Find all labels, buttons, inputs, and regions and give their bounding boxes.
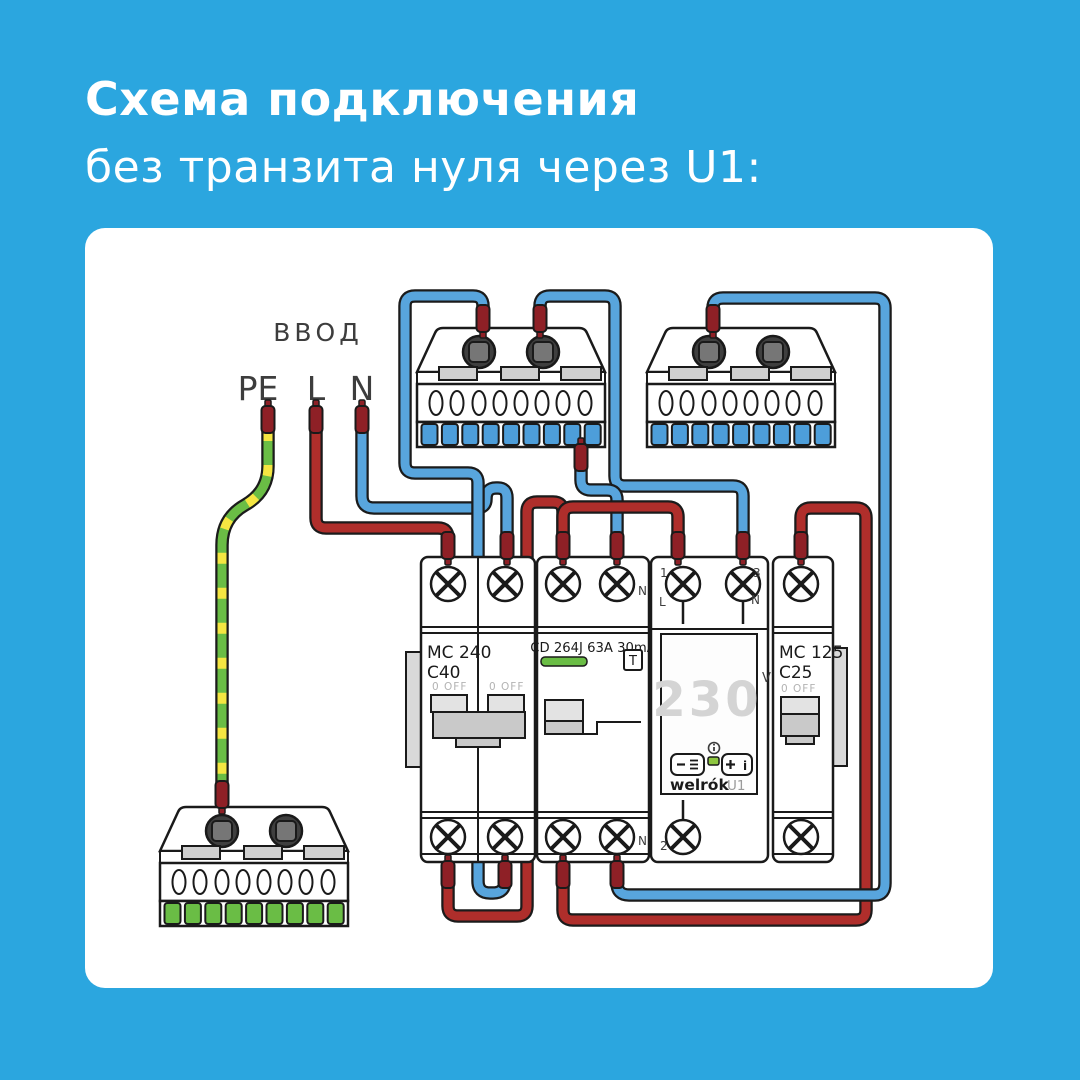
rcd-test-button[interactable] <box>623 649 643 671</box>
pe-busbar <box>160 807 348 926</box>
relay-model: U1 <box>727 778 745 794</box>
main-breaker-state-pole2: 0 OFF <box>489 681 524 693</box>
breaker-handle-nub[interactable] <box>785 735 815 745</box>
breaker-handle[interactable] <box>780 713 820 737</box>
breaker-handle-nub[interactable] <box>455 737 501 748</box>
l-label: L <box>307 369 326 408</box>
rcd-cd264j: N N CD 264J 63A 30mA T <box>530 555 656 864</box>
relay-brand: welrók <box>670 776 729 794</box>
voltage-relay-u1: 1 L 3 N 230 V <box>649 555 771 864</box>
breaker-handle[interactable] <box>430 694 468 713</box>
info-icon <box>707 741 721 755</box>
relay-n-marker: N <box>751 593 760 607</box>
page-title-line1: Схема подключения <box>85 72 640 126</box>
breaker-handle-tiebar[interactable] <box>432 711 526 739</box>
breaker-handle[interactable] <box>487 694 525 713</box>
rcd-step-line <box>583 721 641 735</box>
relay-info-glyph: i <box>743 759 747 773</box>
main-breaker-state-pole1: 0 OFF <box>432 681 467 693</box>
relay-terminal1-label: 1 <box>660 566 668 580</box>
breaker-handle[interactable] <box>780 696 820 715</box>
load-breaker-mc125: MC 125 C25 0 OFF <box>771 555 848 864</box>
input-label: ВВОД <box>273 318 363 347</box>
pe-label: PE <box>238 369 279 408</box>
rcd-n-marker-top: N <box>638 584 647 598</box>
rcd-test-button-label: T <box>628 654 637 669</box>
rcd-n-marker-bottom: N <box>638 834 647 848</box>
relay-voltage-unit: V <box>762 671 771 686</box>
relay-terminal3-label: 3 <box>753 566 761 580</box>
plus-info-button-icon[interactable]: i <box>721 753 753 776</box>
rcd-handle[interactable] <box>544 699 584 722</box>
main-breaker-rating: C40 <box>427 663 461 683</box>
page-title-line2: без транзита нуля через U1: <box>85 142 762 193</box>
menu-button-icon[interactable] <box>670 753 705 776</box>
main-breaker-mc240: MC 240 C40 0 OFF 0 OFF <box>405 555 537 864</box>
relay-terminal2-label: 2 <box>660 839 668 853</box>
relay-l-marker: L <box>659 595 666 609</box>
rcd-indicator <box>540 656 588 667</box>
main-breaker-model: MC 240 <box>427 643 491 663</box>
neutral-busbar-2 <box>647 328 835 447</box>
load-breaker-rating: C25 <box>779 663 813 683</box>
relay-voltage-display: 230 <box>652 672 761 728</box>
relay-status-led <box>707 756 720 766</box>
wires <box>215 289 892 927</box>
neutral-busbar-1 <box>417 328 605 447</box>
load-breaker-model: MC 125 <box>779 643 843 663</box>
load-breaker-state: 0 OFF <box>781 683 816 695</box>
rcd-handle[interactable] <box>544 720 584 735</box>
